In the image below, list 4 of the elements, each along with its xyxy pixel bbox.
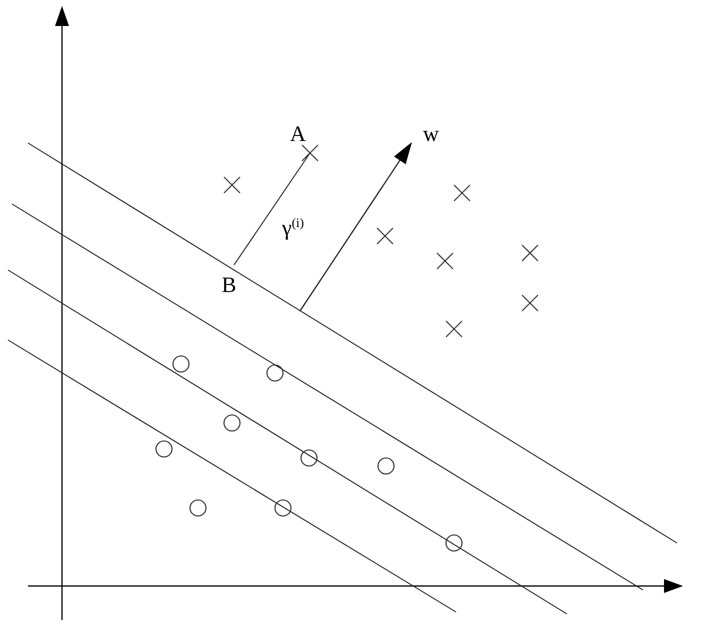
vector-label: w [423,123,439,145]
point-label: B [222,274,236,296]
point-label: A [290,123,306,145]
margin-label: γ$^{(i)}$ [282,217,304,239]
